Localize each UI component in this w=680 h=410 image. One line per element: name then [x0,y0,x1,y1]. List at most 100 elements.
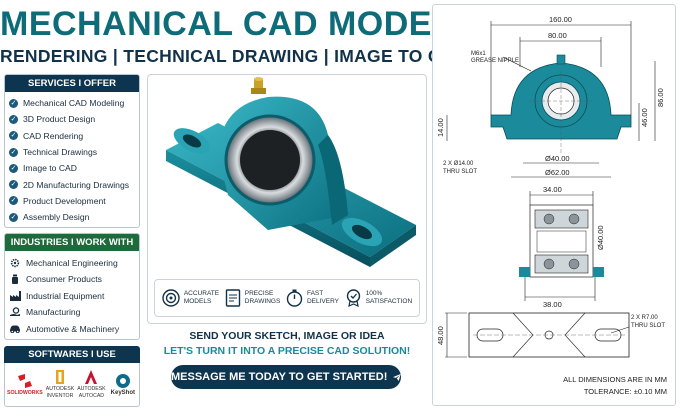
service-item: ✓ 2D Manufacturing Drawings [9,176,135,192]
dim-nipple: M6x1 [471,51,486,57]
dim-slot: 2 X Ø14.00 [443,161,474,167]
dim-slot-label: THRU SLOT [443,169,477,175]
stopwatch-icon [286,289,303,307]
software-label: KeyShot [110,389,135,396]
dim-height: 86.00 [656,88,665,107]
industries-box: INDUSTRIES I WORK WITH Mechanical Engine… [4,233,140,340]
section-view-part [519,204,604,278]
send-icon [393,373,401,381]
industry-item: Consumer Products [9,271,135,288]
feature-item: 100%SATISFACTION [345,289,412,307]
industry-label: Consumer Products [26,274,102,285]
service-label: Assembly Design [23,212,90,223]
industry-label: Industrial Equipment [26,290,105,301]
service-label: Product Development [23,195,106,206]
service-label: 3D Product Design [23,114,96,125]
industry-item: Automotive & Machinery [9,320,135,337]
top-view-part [490,54,632,155]
document-icon [225,289,240,307]
software-heading: SOFTWARES I USE [4,345,140,363]
gear-icon [9,258,21,268]
software-keyshot: KeyShot [109,373,137,396]
service-label: 2D Manufacturing Drawings [23,179,130,190]
industry-item: Manufacturing [9,304,135,321]
industry-item: Mechanical Engineering [9,254,135,271]
check-icon: ✓ [9,98,18,108]
keyshot-logo [115,373,130,388]
feature-label: MODELS [183,298,212,305]
header: MECHANICAL CAD MODELING RENDERING | TECH… [0,0,516,72]
pillow-block-render [166,77,416,267]
feature-label: DELIVERY [306,298,340,305]
feature-label: PRECISE [244,290,274,297]
services-heading: SERVICES I OFFER [5,75,139,92]
page-subtitle: RENDERING | TECHNICAL DRAWING | IMAGE TO… [0,46,467,66]
feature-label: 100% [365,290,383,297]
factory-icon [9,290,21,301]
check-icon: ✓ [9,180,18,190]
service-item: ✓ Mechanical CAD Modeling [9,95,135,111]
services-list: ✓ Mechanical CAD Modeling ✓ 3D Product Des… [5,92,139,227]
software-label: INVENTOR [46,393,74,400]
drawing-canvas: 160.00 80.00 M6x1 GREASE NIPPLE 86.00 46… [436,15,665,358]
software-inventor: AUTODESK INVENTOR [46,369,74,399]
service-label: Image to CAD [23,163,77,174]
dim-inner-width: 80.00 [548,31,567,40]
industry-label: Manufacturing [26,307,81,318]
page-title: MECHANICAL CAD MODELING [0,5,516,43]
check-icon: ✓ [9,114,18,124]
inventor-logo [55,370,64,385]
hand-gear-icon [9,307,21,317]
industries-heading: INDUSTRIES I WORK WITH [5,234,139,252]
feature-label: ACCURATE [183,290,220,297]
bottom-view-part [468,312,630,358]
industries-list: Mechanical Engineering Consumer Products… [5,251,139,339]
bottle-icon [9,274,21,285]
service-item: ✓ Assembly Design [9,209,135,225]
dim-section-bore: Ø40.00 [596,225,605,250]
check-icon: ✓ [9,131,18,141]
message-me-button[interactable]: MESSAGE ME TODAY TO GET STARTED! [171,365,401,389]
software-label: AUTOCAD [78,393,105,400]
services-box: SERVICES I OFFER ✓ Mechanical CAD Modelin… [4,74,140,229]
solidworks-logo [17,373,32,388]
left-column: SERVICES I OFFER ✓ Mechanical CAD Modelin… [4,74,140,407]
dim-center-height: 46.00 [640,108,649,127]
service-label: Technical Drawings [23,147,98,158]
cta-line-1: SEND YOUR SKETCH, IMAGE OR IDEA [189,330,385,342]
software-label: AUTODESK [77,386,106,393]
software-label: AUTODESK [45,386,75,393]
message-me-label: MESSAGE ME TODAY TO GET STARTED! [171,371,388,383]
service-item: ✓ Technical Drawings [9,144,135,160]
service-item: ✓ 3D Product Design [9,111,135,127]
service-label: CAD Rendering [23,130,84,141]
check-icon: ✓ [9,147,18,157]
feature-label: DRAWINGS [244,298,281,305]
service-item: ✓Image to CAD [9,160,135,176]
tolerance-note: TOLERANCE: ±0.10 MM [583,387,667,396]
car-icon [9,324,21,334]
industry-item: Industrial Equipment [9,287,135,304]
technical-drawing: 160.00 80.00 M6x1 GREASE NIPPLE 86.00 46… [432,4,676,406]
feature-label: SATISFACTION [365,298,413,305]
service-item: ✓Product Development [9,193,135,209]
industry-label: Mechanical Engineering [26,257,118,268]
service-item: ✓ CAD Rendering [9,128,135,144]
dim-bore: Ø40.00 [545,154,570,163]
target-icon [162,289,180,307]
software-autocad: AUTODESK AUTOCAD [77,369,106,400]
service-label: Mechanical CAD Modeling [23,98,125,109]
cta-line-2: LET'S TURN IT INTO A PRECISE CAD SOLUTIO… [163,345,411,357]
dim-nipple-label: GREASE NIPPLE [471,58,519,64]
dimension-note: ALL DIMENSIONS ARE IN MM [563,375,667,384]
dim-section-top: 34.00 [543,185,562,194]
feature-label: FAST [306,290,324,297]
software-label: SOLIDWORKS [7,389,43,396]
check-icon: ✓ [9,212,18,222]
dim-bottom-slot: 2 X R7.00 [631,315,658,321]
